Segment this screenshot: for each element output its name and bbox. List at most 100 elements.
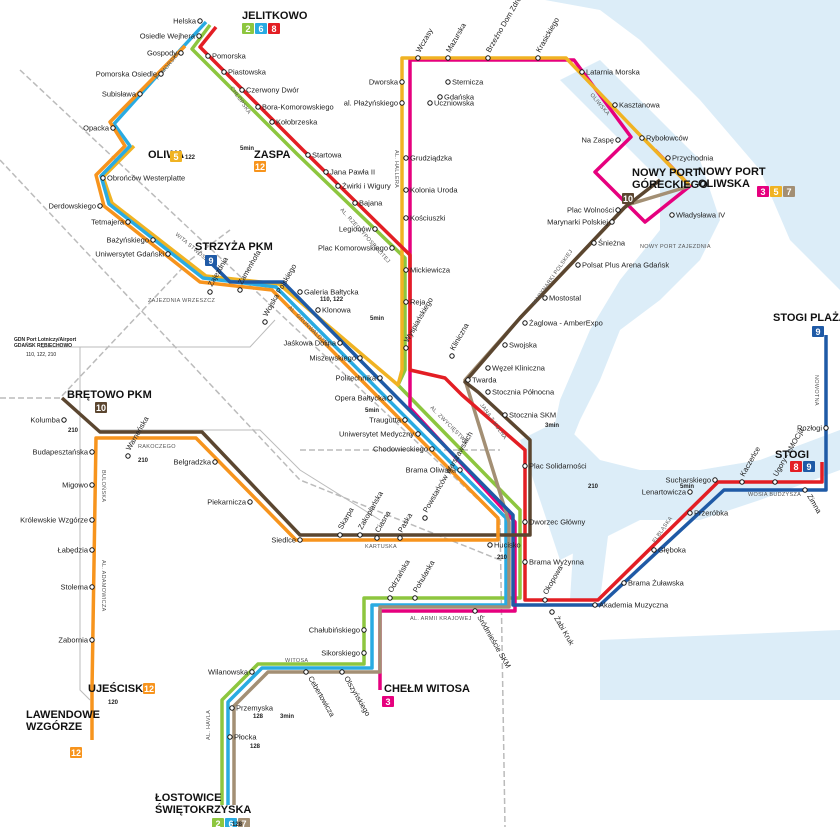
station[interactable]: Stocznia Północna bbox=[485, 388, 555, 397]
station-marker[interactable] bbox=[89, 482, 95, 488]
station[interactable]: Pomorska bbox=[205, 52, 247, 61]
station[interactable]: Chałubińskiego bbox=[309, 626, 367, 635]
station[interactable]: Subisława bbox=[102, 90, 143, 99]
station-marker[interactable] bbox=[303, 669, 309, 675]
station[interactable]: Migowo bbox=[62, 481, 95, 490]
station[interactable]: Twarda bbox=[465, 376, 498, 385]
station[interactable]: Grudziądzka bbox=[403, 154, 453, 163]
line-badge-8[interactable] bbox=[790, 461, 802, 472]
station-marker[interactable] bbox=[437, 94, 443, 100]
station[interactable]: Kasztanowa bbox=[612, 101, 661, 110]
station-marker[interactable] bbox=[255, 104, 261, 110]
line-badge-12[interactable] bbox=[143, 683, 155, 694]
station[interactable]: Żaglowa - AmberExpo bbox=[522, 319, 603, 328]
station[interactable]: Powstańców Warszawskich bbox=[421, 430, 475, 521]
station-marker[interactable] bbox=[178, 50, 184, 56]
station-marker[interactable] bbox=[315, 307, 321, 313]
station-marker[interactable] bbox=[89, 637, 95, 643]
station[interactable]: Klonowa bbox=[315, 306, 352, 315]
station[interactable]: Polsat Plus Arena Gdańsk bbox=[575, 261, 670, 270]
station[interactable]: Bajana bbox=[352, 199, 383, 208]
station[interactable]: Kolumba bbox=[30, 416, 67, 425]
station-marker[interactable] bbox=[612, 102, 618, 108]
station[interactable]: Węzeł Kliniczna bbox=[485, 364, 546, 373]
station-marker[interactable] bbox=[665, 155, 671, 161]
station-marker[interactable] bbox=[591, 240, 597, 246]
station-marker[interactable] bbox=[110, 125, 116, 131]
station-marker[interactable] bbox=[297, 289, 303, 295]
station[interactable]: Przemyska bbox=[229, 704, 274, 713]
station-marker[interactable] bbox=[415, 55, 421, 61]
station[interactable]: Legionów bbox=[339, 225, 378, 234]
station-marker[interactable] bbox=[445, 79, 451, 85]
station-marker[interactable] bbox=[712, 477, 718, 483]
station-marker[interactable] bbox=[615, 207, 621, 213]
station[interactable]: Kościuszki bbox=[403, 214, 446, 223]
station[interactable]: Miszewskiego bbox=[309, 354, 363, 363]
station-marker[interactable] bbox=[415, 431, 421, 437]
station-marker[interactable] bbox=[403, 267, 409, 273]
station-marker[interactable] bbox=[372, 226, 378, 232]
line-badge-6[interactable] bbox=[225, 818, 237, 827]
station-marker[interactable] bbox=[522, 519, 528, 525]
station-marker[interactable] bbox=[165, 251, 171, 257]
station-marker[interactable] bbox=[427, 100, 433, 106]
station[interactable]: Mostostal bbox=[542, 294, 582, 303]
station-marker[interactable] bbox=[472, 608, 478, 614]
station-marker[interactable] bbox=[615, 137, 621, 143]
station-marker[interactable] bbox=[387, 595, 393, 601]
line-badge-12[interactable] bbox=[70, 747, 82, 758]
station-marker[interactable] bbox=[387, 395, 393, 401]
station-marker[interactable] bbox=[158, 71, 164, 77]
station-marker[interactable] bbox=[196, 33, 202, 39]
station-marker[interactable] bbox=[97, 203, 103, 209]
station[interactable]: Plac Komorowskiego bbox=[318, 244, 395, 253]
line-badge-7[interactable] bbox=[238, 818, 250, 827]
station-marker[interactable] bbox=[150, 237, 156, 243]
station[interactable]: Okopowa bbox=[541, 563, 565, 603]
station[interactable]: Uniwersytet Medyczny bbox=[339, 430, 421, 439]
station[interactable]: Politechnika bbox=[336, 374, 383, 383]
station[interactable]: Śnieżna bbox=[591, 239, 626, 248]
station-marker[interactable] bbox=[399, 79, 405, 85]
station-marker[interactable] bbox=[197, 18, 203, 24]
line-badge-10[interactable] bbox=[622, 193, 634, 204]
station[interactable]: Uczniowska bbox=[427, 99, 475, 108]
station-marker[interactable] bbox=[377, 375, 383, 381]
station-marker[interactable] bbox=[403, 155, 409, 161]
station-marker[interactable] bbox=[403, 215, 409, 221]
line-badge-6[interactable] bbox=[255, 23, 267, 34]
station[interactable]: Piastowska bbox=[221, 68, 267, 77]
station-marker[interactable] bbox=[465, 377, 471, 383]
station[interactable]: Jaśkowa Dolina bbox=[283, 339, 343, 348]
line-badge-5[interactable] bbox=[170, 151, 182, 162]
station[interactable]: Opera Bałtycka bbox=[335, 394, 393, 403]
station-marker[interactable] bbox=[522, 559, 528, 565]
station[interactable]: Stolema bbox=[60, 583, 95, 592]
station-marker[interactable] bbox=[549, 609, 555, 615]
station[interactable]: Latarnia Morska bbox=[579, 68, 641, 77]
line-badge-7[interactable] bbox=[783, 186, 795, 197]
station-marker[interactable] bbox=[502, 412, 508, 418]
station[interactable]: Wczasy bbox=[414, 27, 435, 61]
station[interactable]: Mickiewicza bbox=[403, 266, 451, 275]
station[interactable]: Mazurska bbox=[444, 21, 468, 61]
line-badge-10[interactable] bbox=[95, 402, 107, 413]
station[interactable]: Kołobrzeska bbox=[269, 118, 318, 127]
station-marker[interactable] bbox=[502, 342, 508, 348]
station-marker[interactable] bbox=[207, 289, 213, 295]
station-marker[interactable] bbox=[403, 299, 409, 305]
station[interactable]: Opacka bbox=[83, 124, 116, 133]
station-marker[interactable] bbox=[352, 200, 358, 206]
station[interactable]: Przeróbka bbox=[687, 509, 729, 518]
station-marker[interactable] bbox=[772, 479, 778, 485]
station-marker[interactable] bbox=[339, 669, 345, 675]
station[interactable]: Uniwersytet Gdański bbox=[95, 250, 171, 259]
